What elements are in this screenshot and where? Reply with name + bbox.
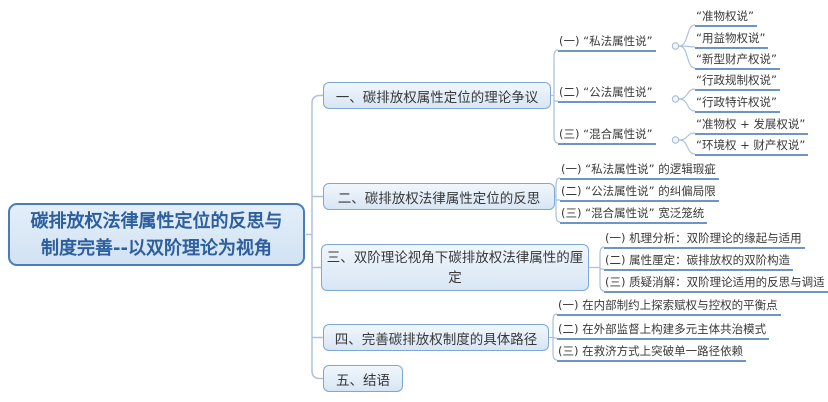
branch1-sub-connectors (551, 49, 559, 144)
leaf-1-3-2[interactable]: “环境权 + 财产权说” (695, 138, 809, 156)
sub-leaf-connectors (678, 24, 696, 155)
subtopic-1-1[interactable]: (一) “私法属性说” (558, 34, 656, 52)
subtopic-2-3[interactable]: (三) “混合属性说” 宽泛笼统 (560, 206, 708, 224)
leaf-1-2-1[interactable]: “行政规制权说” (695, 73, 780, 91)
subtopic-3-3[interactable]: (三) 质疑消解：双阶理论适用的反思与调适 (604, 275, 828, 293)
root-topic-line1: 碳排放权法律属性定位的反思与 (30, 210, 283, 232)
branch2-sub-connectors (554, 177, 561, 223)
leaf-1-3-1[interactable]: “准物权 + 发展权说” (695, 117, 809, 135)
branch3-sub-connectors (589, 246, 605, 292)
leaf-1-1-2[interactable]: “用益物权说” (695, 31, 769, 49)
root-topic[interactable]: 碳排放权法律属性定位的反思与 制度完善--以双阶理论为视角 (8, 203, 305, 266)
subtopic-4-1[interactable]: (一) 在内部制约上探索赋权与控权的平衡点 (557, 298, 781, 316)
root-topic-line2: 制度完善--以双阶理论为视角 (41, 237, 272, 259)
branch-3[interactable]: 三、双阶理论视角下碳排放权法律属性的厘定 (321, 244, 589, 291)
collapse-handle-icon[interactable] (671, 42, 680, 144)
branch-4[interactable]: 四、完善碳排放权制度的具体路径 (323, 324, 549, 351)
subtopic-2-1[interactable]: (一) “私法属性说” 的逻辑瑕疵 (560, 162, 719, 180)
subtopic-1-2[interactable]: (二) “公法属性说” (558, 85, 656, 103)
subtopic-4-3[interactable]: (三) 在救济方式上突破单一路径依赖 (557, 344, 747, 362)
leaf-1-2-2[interactable]: “行政特许权说” (695, 95, 780, 113)
branch-1[interactable]: 一、碳排放权属性定位的理论争议 (323, 82, 551, 109)
branch-5[interactable]: 五、结语 (323, 365, 403, 392)
subtopic-3-1[interactable]: (一) 机理分析：双阶理论的缘起与适用 (604, 231, 805, 249)
leaf-1-1-1[interactable]: “准物权说” (695, 9, 757, 27)
subtopic-3-2[interactable]: (二) 属性厘定：碳排放权的双阶构造 (604, 253, 794, 271)
subtopic-4-2[interactable]: (二) 在外部监督上构建多元主体共治模式 (557, 322, 770, 340)
subtopic-2-2[interactable]: (二) “公法属性说” 的纠偏局限 (560, 184, 719, 202)
subtopic-1-3[interactable]: (三) “混合属性说” (558, 127, 656, 145)
root-branch-connectors (306, 94, 324, 380)
leaf-1-1-3[interactable]: “新型财产权说” (695, 52, 780, 70)
branch-2[interactable]: 二、碳排放权法律属性定位的反思 (323, 183, 555, 210)
branch4-sub-connectors (549, 313, 558, 361)
